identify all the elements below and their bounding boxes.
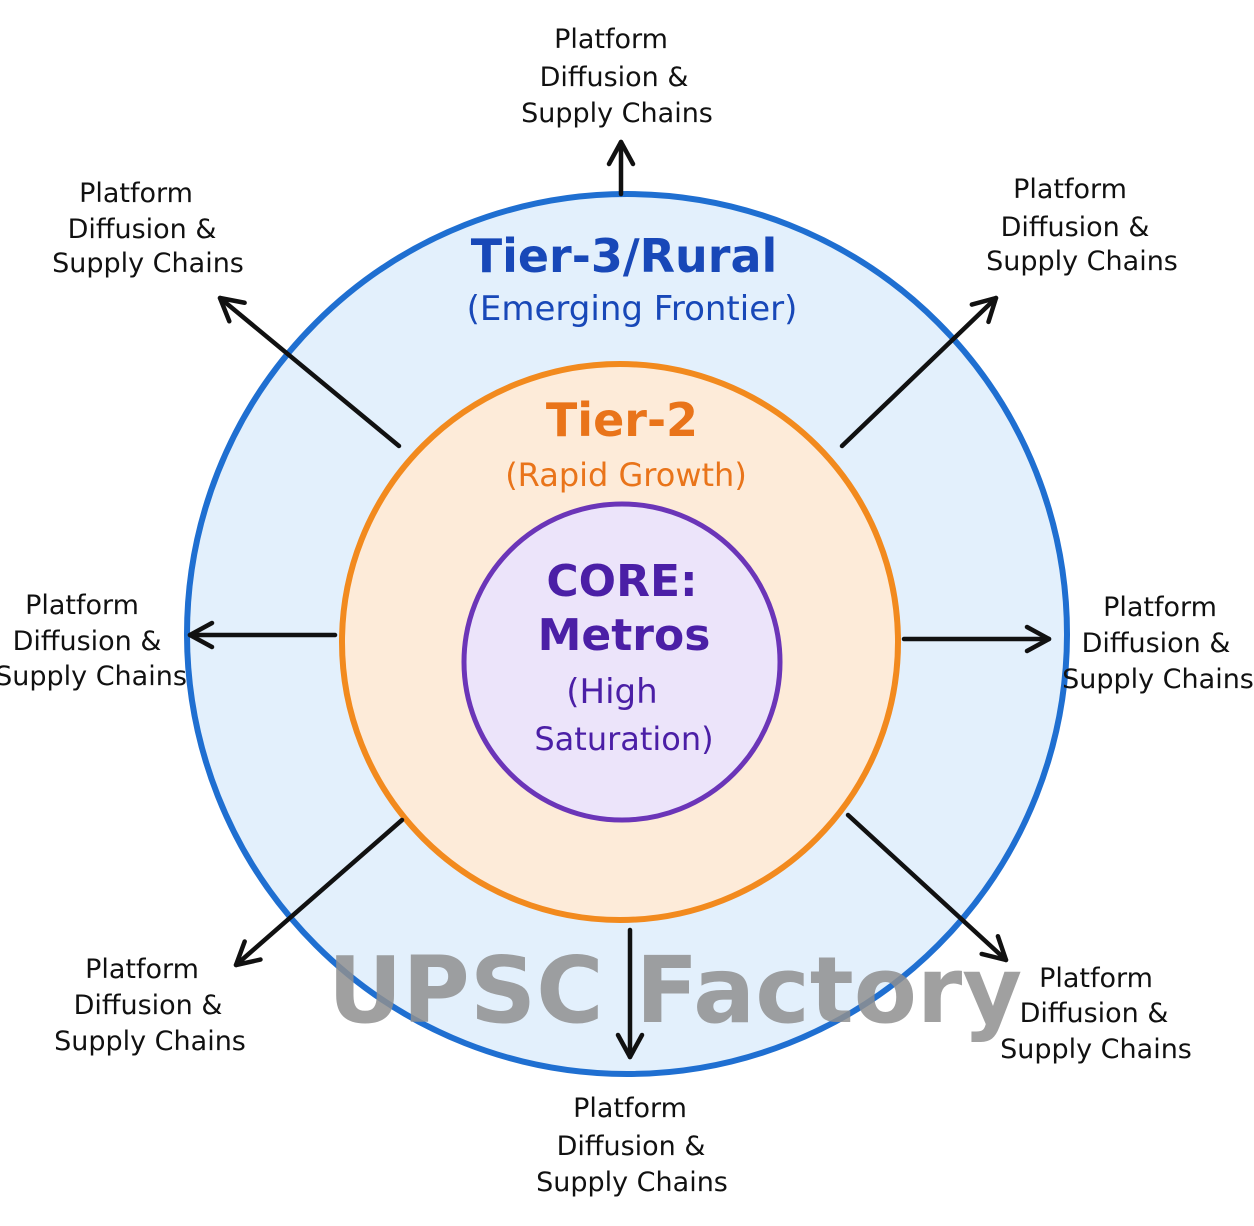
spoke-top-line1: Platform xyxy=(554,24,668,55)
core-title-line2: Metros xyxy=(538,610,711,661)
spoke-bottom-right-line2: Diffusion & xyxy=(1020,998,1169,1029)
spoke-top-right-line3: Supply Chains xyxy=(986,246,1178,277)
core-subtitle-line2: Saturation) xyxy=(534,720,713,758)
spoke-label-top-right: Platform Diffusion & Supply Chains xyxy=(986,174,1178,277)
spoke-right-line1: Platform xyxy=(1103,592,1217,623)
arrow-bottom-left xyxy=(233,817,405,968)
spoke-bottom-line2: Diffusion & xyxy=(557,1131,706,1162)
spoke-bottom-left-line3: Supply Chains xyxy=(54,1026,246,1057)
spoke-left-line2: Diffusion & xyxy=(13,626,162,657)
arrow-bottom-right xyxy=(845,812,1009,963)
spoke-right-line3: Supply Chains xyxy=(1062,664,1254,695)
spoke-label-left: Platform Diffusion & Supply Chains xyxy=(0,590,187,692)
core-title-line1: CORE: xyxy=(546,556,697,607)
spoke-left-line3: Supply Chains xyxy=(0,661,187,692)
middle-ring-subtitle: (Rapid Growth) xyxy=(505,456,747,494)
spoke-label-bottom-left: Platform Diffusion & Supply Chains xyxy=(54,954,246,1057)
spoke-top-left-line3: Supply Chains xyxy=(52,248,244,279)
spoke-label-bottom: Platform Diffusion & Supply Chains xyxy=(536,1093,728,1198)
spoke-bottom-right-line1: Platform xyxy=(1039,963,1153,994)
core-ring-metros xyxy=(461,501,783,823)
spoke-bottom-line1: Platform xyxy=(573,1093,687,1124)
outer-ring-subtitle: (Emerging Frontier) xyxy=(467,289,798,329)
spoke-bottom-left-line2: Diffusion & xyxy=(74,990,223,1021)
arrow-top-right xyxy=(839,295,999,449)
spoke-arrows xyxy=(187,139,1052,1060)
spoke-label-top: Platform Diffusion & Supply Chains xyxy=(521,24,713,129)
spoke-label-top-left: Platform Diffusion & Supply Chains xyxy=(52,178,244,279)
arrow-top-left xyxy=(217,295,402,449)
spoke-top-right-line1: Platform xyxy=(1013,174,1127,205)
watermark-logo: UPSC Factory xyxy=(328,937,1023,1044)
outer-ring-title: Tier-3/Rural xyxy=(471,229,778,283)
spoke-top-left-line2: Diffusion & xyxy=(68,214,217,245)
core-subtitle-line1: (High xyxy=(566,672,657,712)
spoke-bottom-right-line3: Supply Chains xyxy=(1000,1034,1192,1065)
spoke-top-left-line1: Platform xyxy=(79,178,193,209)
spoke-top-right-line2: Diffusion & xyxy=(1001,212,1150,243)
spoke-label-right: Platform Diffusion & Supply Chains xyxy=(1062,592,1254,695)
spoke-bottom-left-line1: Platform xyxy=(85,954,199,985)
spoke-bottom-line3: Supply Chains xyxy=(536,1167,728,1198)
spoke-label-bottom-right: Platform Diffusion & Supply Chains xyxy=(1000,963,1192,1065)
middle-ring-title: Tier-2 xyxy=(546,393,698,447)
spoke-right-line2: Diffusion & xyxy=(1082,628,1231,659)
spoke-top-line3: Supply Chains xyxy=(521,98,713,129)
spoke-top-line2: Diffusion & xyxy=(540,62,689,93)
spoke-left-line1: Platform xyxy=(25,590,139,621)
